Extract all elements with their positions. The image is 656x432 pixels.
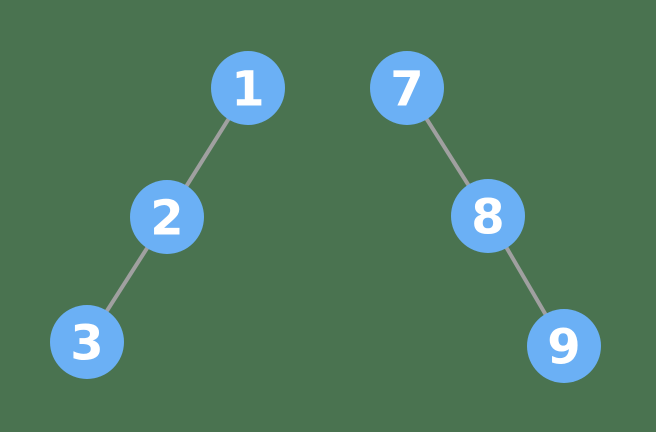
node-circle-7 xyxy=(370,51,444,125)
node-circle-3 xyxy=(50,305,124,379)
node-label-3: 3 xyxy=(70,315,103,371)
node-label-1: 1 xyxy=(231,61,264,117)
node-circle-1 xyxy=(211,51,285,125)
node-circle-8 xyxy=(451,179,525,253)
node-label-8: 8 xyxy=(471,189,504,245)
node-label-2: 2 xyxy=(150,190,183,246)
tree-node-9: 9 xyxy=(527,309,601,383)
node-label-7: 7 xyxy=(390,61,423,117)
tree-node-2: 2 xyxy=(130,180,204,254)
tree-node-3: 3 xyxy=(50,305,124,379)
tree-node-8: 8 xyxy=(451,179,525,253)
node-label-9: 9 xyxy=(547,319,580,375)
tree-node-1: 1 xyxy=(211,51,285,125)
node-circle-2 xyxy=(130,180,204,254)
tree-node-7: 7 xyxy=(370,51,444,125)
node-circle-9 xyxy=(527,309,601,383)
